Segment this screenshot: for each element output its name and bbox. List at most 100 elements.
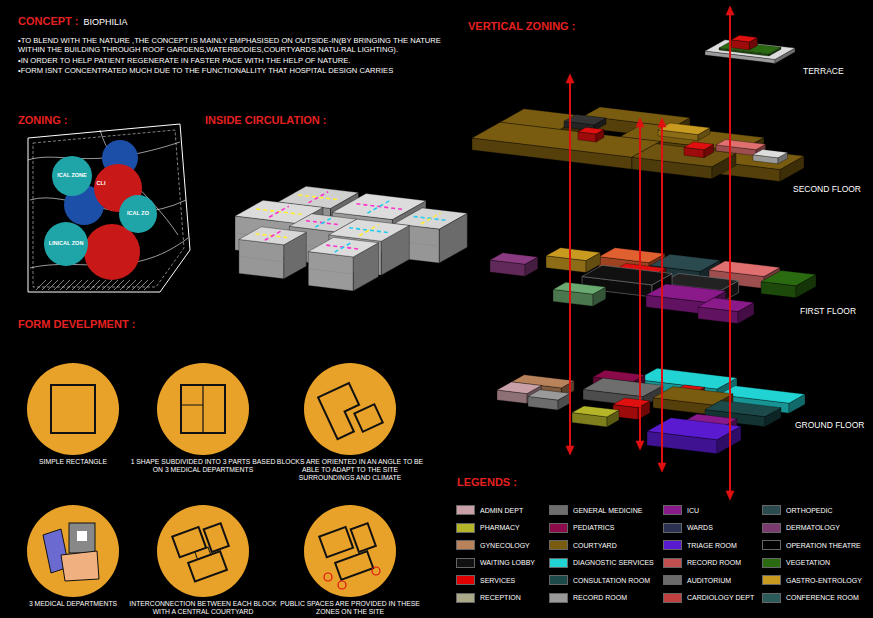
zone-label: ICAL ZONE	[57, 173, 87, 179]
block-face	[582, 265, 672, 285]
legend-swatch	[762, 540, 781, 550]
circulation-path	[349, 228, 389, 233]
hatch-line	[132, 280, 142, 290]
block-face	[716, 140, 766, 150]
form-circle	[157, 363, 249, 455]
circulation-path	[265, 231, 281, 240]
circulation-path	[356, 204, 402, 209]
block-face	[709, 261, 780, 277]
circulation-path	[335, 242, 353, 252]
block-face	[684, 142, 714, 150]
arrow-head	[726, 6, 734, 15]
legend-swatch	[456, 593, 475, 603]
block-face	[308, 252, 353, 291]
polygon-shape	[33, 130, 184, 287]
hatch-line	[42, 280, 52, 290]
form-circle	[304, 363, 396, 455]
concept-name: BIOPHILIA	[84, 17, 128, 28]
form-drawing	[27, 505, 119, 597]
hatch-line	[78, 280, 88, 290]
legend-text: PHARMACY	[480, 524, 520, 531]
form-drawing	[354, 404, 382, 431]
legend-text: DIAGNOSTIC SERVICES	[573, 559, 654, 566]
legend-text: PEDIATRICS	[573, 524, 615, 531]
form-step: BLOCKS ARE ORIENTED IN AN ANGLE TO BE AB…	[270, 363, 430, 481]
block-face	[731, 35, 757, 42]
legend-swatch	[549, 593, 568, 603]
concept-note: •TO BLEND WITH THE NATURE ,THE CONCEPT I…	[18, 36, 458, 55]
legend-text: CARDIOLOGY DEPT	[687, 594, 754, 601]
legend-swatch	[456, 540, 475, 550]
form-drawing	[335, 551, 373, 580]
legend-swatch	[762, 593, 781, 603]
hatch-line	[138, 280, 148, 290]
form-drawing	[372, 567, 380, 575]
form-circle	[27, 363, 119, 455]
circulation-path	[298, 195, 338, 200]
arrow-head	[658, 118, 666, 127]
section-heading: ZONING :	[18, 114, 68, 127]
floor-label: SECOND FLOOR	[793, 184, 861, 194]
form-drawing	[172, 527, 206, 557]
vertical-arrow	[569, 80, 571, 449]
legend-swatch	[549, 523, 568, 533]
block-face	[761, 270, 816, 285]
hatch-line	[102, 280, 112, 290]
block-face	[698, 298, 754, 312]
step-caption: BLOCKS ARE ORIENTED IN AN ANGLE TO BE AB…	[275, 458, 425, 481]
hatch-line	[48, 280, 58, 290]
form-drawing	[172, 520, 236, 584]
legend-text: SERVICES	[480, 577, 515, 584]
block-face	[658, 123, 710, 135]
legend-text: GYNECOLOGY	[480, 542, 530, 549]
form-drawing	[157, 505, 249, 597]
legend-text: RECORD ROOM	[687, 559, 741, 566]
step-caption: 3 MEDICAL DEPARTMENTS	[0, 600, 148, 608]
form-drawing	[351, 523, 376, 552]
arrow-head	[636, 118, 644, 127]
polygon-shape	[28, 124, 190, 292]
legend-swatch	[762, 558, 781, 568]
block-face	[239, 239, 284, 278]
legend-swatch	[663, 575, 682, 585]
legend-text: WARDS	[687, 524, 713, 531]
block-face	[753, 149, 788, 157]
hatch-line	[84, 280, 94, 290]
form-drawing	[318, 377, 383, 443]
arrow-head	[658, 463, 666, 472]
hatch-line	[72, 280, 82, 290]
block-face	[705, 401, 781, 417]
form-circle	[27, 505, 119, 597]
form-step: 3 MEDICAL DEPARTMENTS	[0, 505, 153, 608]
zone-label: LINICAL ZON	[49, 241, 84, 247]
section-heading: FORM DEVELPMENT :	[18, 318, 135, 331]
circulation-path	[414, 216, 448, 220]
section-heading: LEGENDS :	[457, 476, 517, 489]
legend-text: ADMIN DEPT	[480, 507, 523, 514]
legend-text: TRIAGE ROOM	[687, 542, 737, 549]
hatch-line	[108, 280, 118, 290]
circle-shape	[119, 195, 157, 233]
form-drawing	[27, 363, 119, 455]
concept-note: •IN ORDER TO HELP PATIENT REGENERATE IN …	[18, 56, 458, 65]
legend-swatch	[456, 523, 475, 533]
form-drawing	[338, 581, 346, 589]
legend-text: ORTHOPEDIC	[786, 507, 833, 514]
floor-label: TERRACE	[803, 66, 844, 76]
step-caption: PUBLIC SPACES ARE PROVIDED IN THESE ZONE…	[275, 600, 425, 616]
form-drawing	[181, 385, 225, 433]
block-face	[490, 253, 538, 264]
floor-line	[308, 269, 353, 274]
legend-text: AUDITORIUM	[687, 577, 731, 584]
hatch-line	[96, 280, 106, 290]
legend-text: ICU	[687, 507, 699, 514]
form-drawing	[319, 527, 353, 557]
circulation-model	[235, 186, 467, 291]
legend-text: DERMATOLOGY	[786, 524, 840, 531]
form-step: 1 SHAPE SUBDIVIDED INTO 3 PARTS BASED ON…	[123, 363, 283, 474]
form-drawing	[181, 385, 203, 433]
legend-swatch	[663, 593, 682, 603]
arrow-head	[566, 74, 574, 83]
form-drawing	[304, 505, 396, 597]
